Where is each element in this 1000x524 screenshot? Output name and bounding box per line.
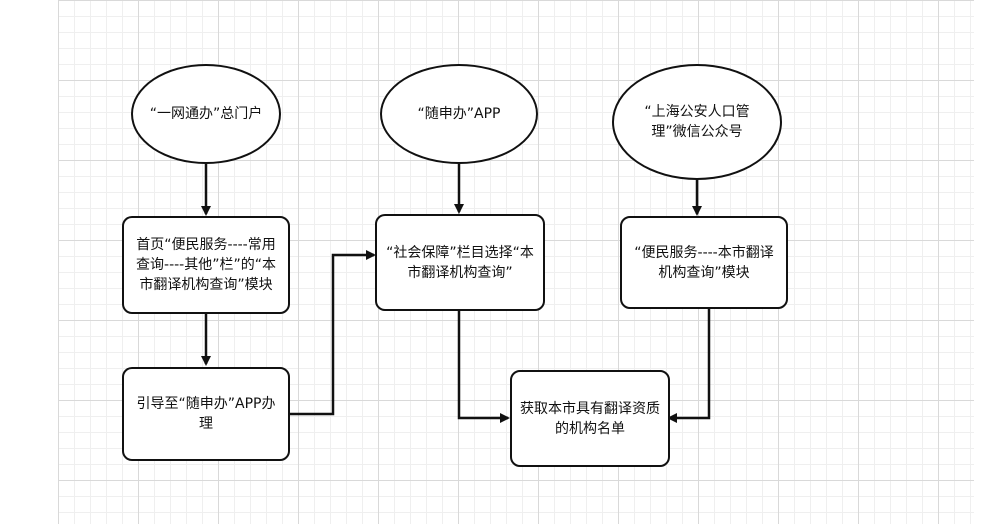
node-result: 获取本市具有翻译资质 的机构名单 (510, 370, 670, 467)
node-portal: “一网通办”总门户 (131, 64, 281, 164)
node-convenience-module: “便民服务----本市翻译 机构查询”模块 (620, 216, 788, 309)
edge-social-security-to-result (457, 311, 510, 423)
node-homepage-module: 首页“便民服务----常用 查询----其他”栏”的“本 市翻译机构查询”模块 (122, 216, 290, 314)
node-convenience-module-label: “便民服务----本市翻译 机构查询”模块 (634, 244, 774, 281)
node-wechat-label: “上海公安人口管 理”微信公众号 (644, 104, 750, 140)
node-portal-label: “一网通办”总门户 (149, 106, 263, 122)
node-suishenban-app-label: “随申办”APP (417, 106, 501, 122)
node-homepage-module-label: 首页“便民服务----常用 查询----其他”栏”的“本 市翻译机构查询”模块 (136, 237, 276, 293)
node-wechat: “上海公安人口管 理”微信公众号 (612, 64, 782, 180)
node-result-label: 获取本市具有翻译资质 的机构名单 (520, 400, 660, 437)
edge-convenience-module-to-result (667, 309, 711, 423)
edge-guide-app-to-social-security (290, 250, 376, 416)
node-suishenban-app: “随申办”APP (380, 64, 538, 164)
node-social-security-label: “社会保障”栏目选择“本 市翻译机构查询” (386, 244, 534, 281)
node-guide-app-label: 引导至“随申办”APP办 理 (136, 396, 276, 432)
node-social-security: “社会保障”栏目选择“本 市翻译机构查询” (375, 214, 545, 311)
node-guide-app: 引导至“随申办”APP办 理 (122, 367, 290, 461)
